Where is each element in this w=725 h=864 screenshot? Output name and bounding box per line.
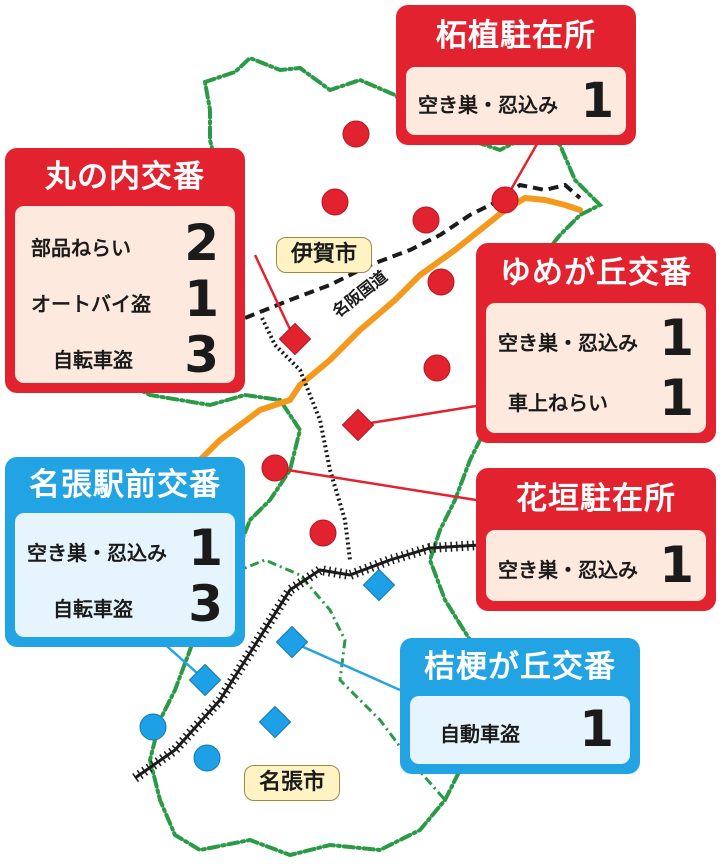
station-stats: 空き巣・忍込み 1 bbox=[486, 530, 706, 601]
station-box-yumegaoka: ゆめが丘交番 空き巣・忍込み 1 車上ねらい 1 bbox=[476, 243, 716, 443]
blue-koban-markers bbox=[188, 568, 396, 739]
stat-count: 1 bbox=[659, 536, 694, 594]
railway-kintetsu bbox=[132, 540, 481, 783]
stat-label: 部品ねらい bbox=[31, 236, 131, 260]
stat-label: 自転車盗 bbox=[53, 597, 133, 621]
stat-label: 車上ねらい bbox=[508, 391, 608, 415]
station-box-nabari-ekimae: 名張駅前交番 空き巣・忍込み 1 自転車盗 3 bbox=[5, 457, 245, 647]
stat-count: 2 bbox=[184, 214, 219, 272]
stat-count: 1 bbox=[579, 700, 614, 758]
station-stats: 自動車盗 1 bbox=[410, 696, 630, 764]
stat-row: 空き巣・忍込み 1 bbox=[406, 75, 626, 127]
city-label-iga: 伊賀市 bbox=[276, 237, 372, 273]
railway-jr bbox=[244, 182, 582, 320]
stat-row: 自動車盗 1 bbox=[410, 702, 630, 758]
station-title: 丸の内交番 bbox=[45, 159, 205, 195]
stat-label: 自転車盗 bbox=[53, 348, 133, 372]
stat-row: 空き巣・忍込み 1 bbox=[15, 519, 235, 579]
blue-incident-markers bbox=[139, 713, 221, 772]
stat-count: 1 bbox=[580, 73, 614, 129]
stat-row: 自転車盗 3 bbox=[15, 328, 235, 384]
city-label-nabari: 名張市 bbox=[244, 765, 340, 801]
stat-count: 3 bbox=[188, 575, 223, 633]
station-box-tsuge: 柘植駐在所 空き巣・忍込み 1 bbox=[396, 5, 636, 145]
stat-label: オートバイ盗 bbox=[31, 292, 151, 316]
station-stats: 空き巣・忍込み 1 bbox=[406, 67, 626, 135]
stat-label: 空き巣・忍込み bbox=[498, 558, 638, 582]
stat-row: 部品ねらい 2 bbox=[15, 216, 235, 272]
red-koban-markers bbox=[278, 322, 375, 442]
stat-row: 自転車盗 3 bbox=[15, 575, 235, 635]
meihan-road bbox=[187, 194, 583, 473]
station-box-hanagaki: 花垣駐在所 空き巣・忍込み 1 bbox=[476, 468, 716, 611]
stat-label: 空き巣・忍込み bbox=[498, 331, 638, 355]
municipal-border bbox=[122, 55, 604, 858]
stat-count: 3 bbox=[184, 326, 219, 384]
stat-label: 空き巣・忍込み bbox=[418, 93, 558, 117]
station-stats: 部品ねらい 2 オートバイ盗 1 自転車盗 3 bbox=[15, 206, 235, 383]
stat-label: 空き巣・忍込み bbox=[27, 541, 167, 565]
station-title: 桔梗が丘交番 bbox=[424, 649, 616, 685]
stat-row: 空き巣・忍込み 1 bbox=[486, 538, 706, 592]
stat-count: 1 bbox=[659, 369, 694, 427]
stat-count: 1 bbox=[659, 309, 694, 367]
station-stats: 空き巣・忍込み 1 自転車盗 3 bbox=[15, 513, 235, 637]
stat-label: 自動車盗 bbox=[440, 722, 520, 746]
station-box-marunouchi: 丸の内交番 部品ねらい 2 オートバイ盗 1 自転車盗 3 bbox=[5, 148, 245, 393]
station-title: 柘植駐在所 bbox=[436, 18, 596, 54]
station-box-kikyogaoka: 桔梗が丘交番 自動車盗 1 bbox=[400, 638, 640, 774]
station-title: 名張駅前交番 bbox=[29, 467, 221, 503]
station-title: 花垣駐在所 bbox=[516, 481, 676, 517]
station-stats: 空き巣・忍込み 1 車上ねらい 1 bbox=[486, 303, 706, 433]
red-incident-markers bbox=[261, 120, 519, 547]
stat-row: オートバイ盗 1 bbox=[15, 272, 235, 328]
stat-count: 1 bbox=[184, 270, 219, 328]
stat-row: 車上ねらい 1 bbox=[486, 369, 706, 429]
stat-count: 1 bbox=[188, 519, 223, 577]
city-boundary bbox=[214, 558, 447, 801]
stat-row: 空き巣・忍込み 1 bbox=[486, 309, 706, 369]
station-title: ゆめが丘交番 bbox=[500, 255, 692, 291]
